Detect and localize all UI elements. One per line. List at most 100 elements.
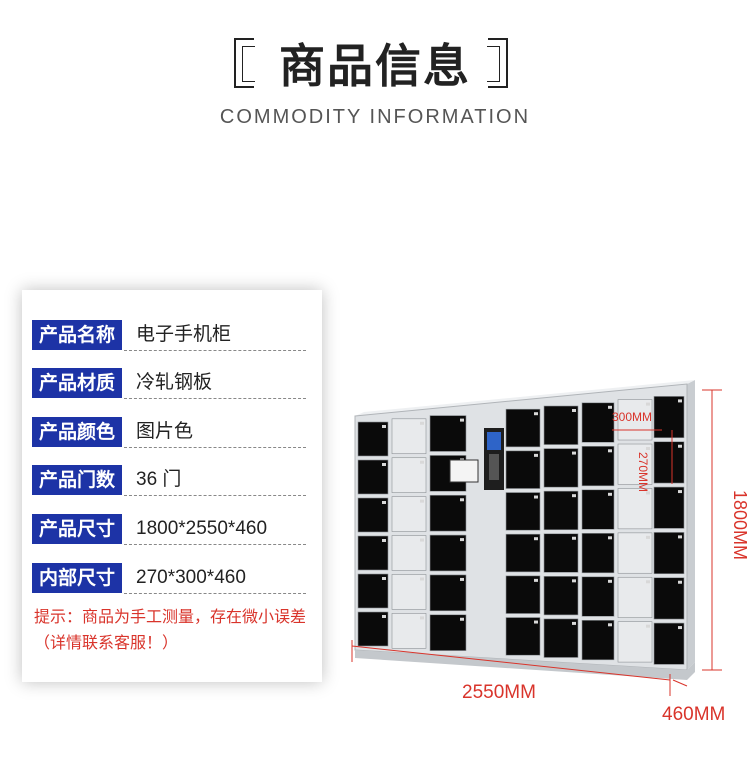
- lock-icon: [534, 495, 538, 499]
- spec-label: 产品名称: [32, 320, 122, 350]
- lock-icon: [534, 412, 538, 416]
- locker-door: [581, 620, 615, 661]
- locker-door: [653, 486, 685, 529]
- lock-icon: [678, 490, 682, 494]
- depth-dimension-line: [672, 679, 688, 687]
- keypad-icon: [489, 454, 499, 480]
- lock-icon: [646, 402, 650, 406]
- locker-door: [505, 617, 541, 656]
- lock-icon: [646, 535, 650, 539]
- spec-value: 1800*2550*460: [136, 518, 268, 539]
- locker-door: [617, 399, 653, 441]
- locker-door: [543, 448, 579, 488]
- lock-icon: [678, 580, 682, 584]
- locker-door: [617, 488, 653, 530]
- lock-icon: [572, 409, 576, 412]
- lock-icon: [534, 537, 538, 541]
- lock-icon: [460, 498, 464, 502]
- lock-icon: [420, 499, 424, 503]
- lock-icon: [678, 444, 682, 448]
- locker-door: [543, 490, 579, 531]
- lock-icon: [460, 617, 464, 621]
- lock-icon: [572, 451, 576, 455]
- lock-icon: [460, 418, 464, 422]
- lock-icon: [608, 449, 612, 453]
- lock-icon: [572, 536, 576, 540]
- lock-icon: [572, 494, 576, 498]
- locker-door: [653, 441, 685, 484]
- lock-icon: [678, 399, 682, 403]
- divider: [124, 593, 306, 594]
- locker-door: [505, 408, 541, 448]
- spec-label: 产品门数: [32, 465, 122, 495]
- width-dimension-line: [351, 645, 671, 681]
- lock-icon: [534, 453, 538, 457]
- spec-value: 电子手机柜: [136, 324, 232, 345]
- locker-door: [653, 396, 685, 439]
- lock-icon: [382, 577, 386, 580]
- locker-door: [653, 622, 685, 665]
- lock-icon: [382, 615, 386, 618]
- locker-door: [581, 402, 615, 443]
- divider: [124, 544, 306, 545]
- divider: [124, 350, 306, 351]
- lock-icon: [608, 579, 612, 583]
- cabinet-base: [355, 650, 695, 680]
- cabinet-top-panel: [355, 380, 695, 416]
- section-header: 商品信息: [0, 30, 750, 100]
- locker-cabinet-image: [351, 380, 722, 696]
- locker-doors: [357, 396, 685, 665]
- spec-label: 产品材质: [32, 368, 122, 398]
- locker-door: [653, 577, 685, 620]
- locker-door: [505, 575, 541, 614]
- locker-door: [543, 533, 579, 573]
- lock-icon: [534, 620, 538, 624]
- divider: [124, 398, 306, 399]
- locker-door: [581, 489, 615, 530]
- locker-door: [617, 621, 653, 663]
- page-subtitle: COMMODITY INFORMATION: [219, 106, 531, 128]
- locker-door: [505, 492, 541, 531]
- locker-door: [543, 618, 579, 658]
- lock-icon: [420, 538, 424, 542]
- locker-door: [653, 532, 685, 575]
- lock-icon: [608, 492, 612, 496]
- lock-icon: [608, 405, 612, 409]
- left-bracket-icon: [234, 38, 255, 88]
- right-bracket-icon: [487, 38, 508, 88]
- door-width-label: 300MM: [612, 410, 653, 424]
- spec-label: 产品尺寸: [32, 514, 122, 544]
- lock-icon: [646, 624, 650, 628]
- height-label: 1800MM: [730, 490, 750, 561]
- lock-icon: [460, 538, 464, 542]
- door-height-label: 270MM: [636, 452, 650, 493]
- spec-value: 冷轧钢板: [136, 372, 213, 393]
- lock-icon: [646, 447, 650, 451]
- touch-screen-icon: [487, 432, 501, 450]
- locker-door: [505, 533, 541, 573]
- spec-label: 内部尺寸: [32, 563, 122, 593]
- divider: [124, 447, 306, 448]
- lock-icon: [460, 577, 464, 581]
- lock-icon: [572, 621, 576, 625]
- lock-icon: [678, 535, 682, 539]
- lock-icon: [420, 577, 424, 581]
- lock-icon: [382, 539, 386, 542]
- lock-icon: [382, 425, 386, 428]
- divider: [124, 495, 306, 496]
- spec-label: 产品颜色: [32, 417, 122, 447]
- locker-door: [505, 450, 541, 489]
- lock-icon: [608, 623, 612, 627]
- lock-icon: [382, 463, 386, 466]
- measurement-note: 提示：商品为手工测量，存在微小误差（详情联系客服！）: [34, 607, 307, 652]
- width-label: 2550MM: [462, 682, 536, 703]
- spec-value: 270*300*460: [136, 567, 246, 588]
- lock-icon: [420, 460, 424, 464]
- locker-door: [581, 576, 615, 617]
- page-title: 商品信息: [279, 39, 471, 93]
- locker-door: [617, 443, 653, 485]
- lock-icon: [678, 626, 682, 630]
- depth-label: 460MM: [662, 704, 726, 725]
- lock-icon: [608, 536, 612, 540]
- locker-door: [581, 446, 615, 487]
